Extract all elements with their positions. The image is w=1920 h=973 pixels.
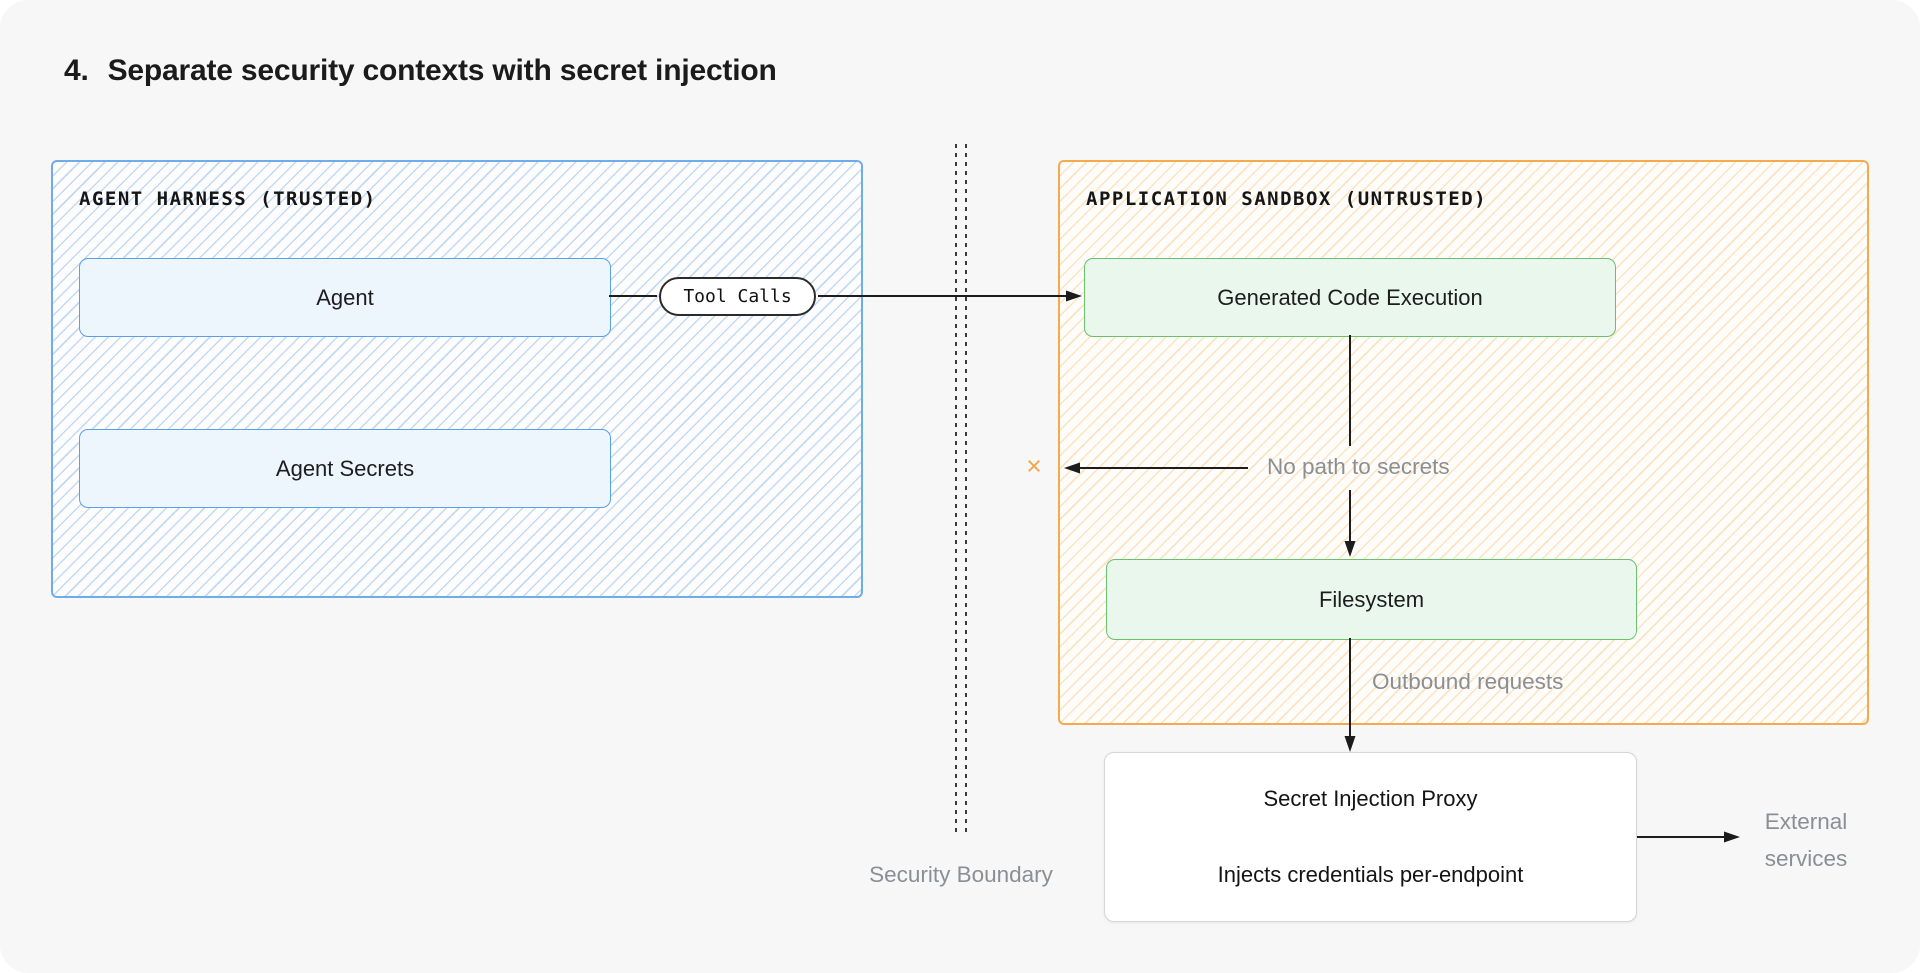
application-sandbox-zone: APPLICATION SANDBOX (UNTRUSTED) Generate…	[1058, 160, 1869, 725]
tool-calls-pill: Tool Calls	[659, 277, 816, 316]
outbound-requests-label: Outbound requests	[1372, 669, 1564, 694]
agent-node: Agent	[79, 258, 611, 337]
agent-harness-zone: AGENT HARNESS (TRUSTED) Agent Agent Secr…	[51, 160, 863, 598]
tool-calls-label: Tool Calls	[683, 286, 792, 307]
proxy-arrowhead-icon	[1344, 736, 1356, 752]
blocked-x-icon: ×	[1026, 450, 1042, 481]
security-boundary-label: Security Boundary	[869, 862, 1053, 887]
no-path-to-secrets-label: No path to secrets	[1267, 454, 1450, 479]
filesystem-node: Filesystem	[1106, 559, 1637, 640]
generated-code-execution-label: Generated Code Execution	[1217, 284, 1483, 310]
agent-secrets-node-label: Agent Secrets	[275, 455, 415, 481]
page-title: 4. Separate security contexts with secre…	[64, 54, 777, 88]
agent-harness-zone-label: AGENT HARNESS (TRUSTED)	[79, 188, 377, 210]
title-text: Separate security contexts with secret i…	[107, 54, 777, 87]
external-services-label: External services	[1726, 803, 1886, 877]
external-services-line1: External	[1764, 809, 1848, 834]
agent-node-label: Agent	[316, 284, 374, 310]
proxy-title: Secret Injection Proxy	[1263, 786, 1478, 811]
title-number: 4.	[64, 54, 89, 87]
secret-injection-proxy-node: Secret Injection Proxy Injects credentia…	[1104, 752, 1637, 922]
application-sandbox-zone-label: APPLICATION SANDBOX (UNTRUSTED)	[1086, 188, 1488, 210]
agent-secrets-node: Agent Secrets	[79, 429, 611, 508]
filesystem-label: Filesystem	[1318, 586, 1425, 612]
external-services-line2: services	[1764, 846, 1848, 871]
generated-code-execution-node: Generated Code Execution	[1084, 258, 1616, 337]
proxy-subtitle: Injects credentials per-endpoint	[1217, 862, 1524, 887]
